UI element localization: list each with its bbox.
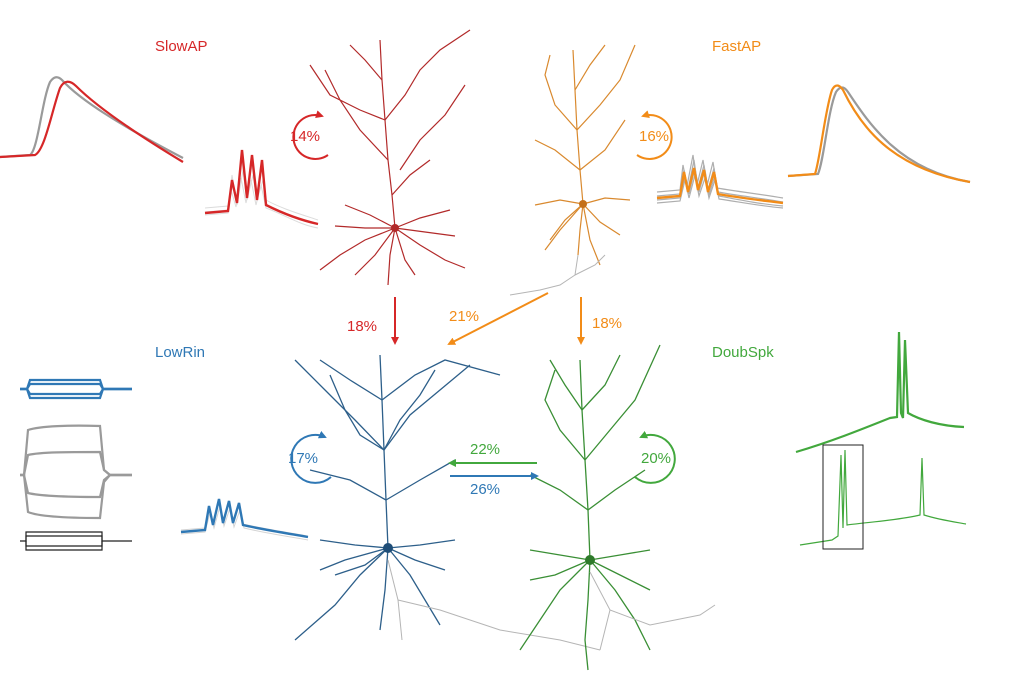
slowap-soma	[391, 224, 399, 232]
pct-fastap-self: 16%	[639, 128, 670, 145]
fastap-self-loop	[636, 110, 673, 160]
lowrin-step-responses	[20, 378, 132, 551]
pct-slowap-self: 14%	[290, 128, 321, 145]
doubspk-self-loop	[634, 430, 676, 484]
pct-lowrin-self: 17%	[288, 450, 319, 467]
slowap-spike-train	[204, 149, 319, 229]
pct-fastap-to-lowrin: 21%	[449, 308, 480, 325]
pct-lowrin-to-doubspk: 26%	[470, 481, 501, 498]
fastap-axon	[509, 254, 606, 296]
pct-doubspk-self: 20%	[641, 450, 672, 467]
pct-slowap-to-lowrin: 18%	[347, 318, 378, 335]
fastap-ap-waveform	[787, 84, 971, 184]
fastap-spike-train	[656, 154, 784, 209]
fastap-neuron	[534, 44, 636, 266]
doubspk-axon	[589, 571, 716, 651]
label-lowrin: LowRin	[155, 344, 206, 361]
label-doubspk: DoubSpk	[712, 344, 774, 361]
slowap-ap-waveform	[0, 76, 184, 163]
pct-fastap-to-doubspk: 18%	[592, 315, 623, 332]
lowrin-soma	[383, 543, 393, 553]
arrow-fastap-to-lowrin	[447, 292, 549, 345]
slowap-self-loop	[292, 110, 329, 160]
lowrin-axon	[387, 559, 601, 651]
doubspk-neuron	[519, 344, 661, 671]
label-slowap: SlowAP	[155, 38, 208, 55]
fastap-soma	[579, 200, 587, 208]
doubspk-soma	[585, 555, 595, 565]
slowap-neuron	[309, 29, 471, 286]
lowrin-neuron	[294, 354, 501, 641]
doubspk-doublet-traces	[795, 331, 967, 550]
lowrin-self-loop	[290, 430, 332, 484]
lowrin-spike-train	[180, 498, 309, 541]
label-fastap: FastAP	[712, 38, 762, 55]
pct-doubspk-to-lowrin: 22%	[470, 441, 501, 458]
